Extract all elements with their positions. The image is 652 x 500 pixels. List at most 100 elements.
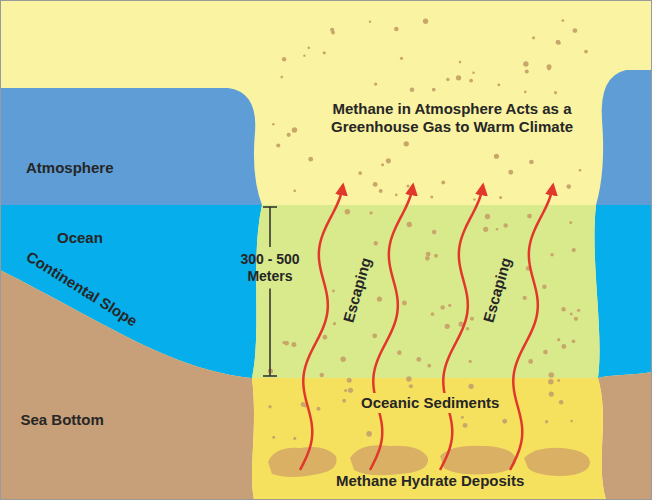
bubble bbox=[372, 333, 377, 338]
bubble bbox=[379, 189, 383, 193]
region-label: Ocean bbox=[57, 229, 103, 247]
bubble bbox=[308, 157, 313, 162]
bubble bbox=[416, 357, 421, 362]
bubble bbox=[358, 171, 362, 175]
bubble bbox=[432, 88, 436, 92]
bubble bbox=[459, 61, 462, 64]
bubble bbox=[485, 214, 490, 219]
bubble bbox=[561, 307, 565, 311]
bubble bbox=[545, 420, 548, 423]
bubble bbox=[554, 91, 557, 94]
bubble bbox=[532, 36, 535, 39]
bracket-line bbox=[263, 206, 277, 208]
hydrate-deposit bbox=[268, 447, 337, 477]
bubble bbox=[528, 359, 533, 364]
bubble bbox=[282, 57, 286, 61]
bubble bbox=[377, 296, 382, 301]
bubble bbox=[344, 389, 347, 392]
hydrate-deposit bbox=[524, 448, 590, 476]
bubble bbox=[549, 391, 554, 396]
bubble bbox=[307, 47, 310, 50]
bubble bbox=[456, 75, 461, 80]
bubble bbox=[473, 198, 476, 201]
bubble bbox=[523, 296, 527, 300]
escape-arrow bbox=[510, 185, 553, 470]
atmosphere-left bbox=[0, 88, 262, 205]
bubble bbox=[570, 312, 573, 315]
bubble bbox=[566, 184, 571, 189]
bubble bbox=[579, 169, 582, 172]
bubble bbox=[280, 76, 283, 79]
bubble bbox=[440, 305, 444, 309]
bubble bbox=[469, 360, 472, 363]
bubble bbox=[547, 67, 550, 70]
bubble bbox=[431, 312, 435, 316]
bubble bbox=[395, 194, 398, 197]
bubble bbox=[550, 253, 554, 257]
atmosphere-right bbox=[596, 70, 652, 205]
bubble bbox=[570, 420, 573, 423]
bubble bbox=[272, 123, 275, 126]
bracket-line bbox=[269, 289, 271, 376]
bubble bbox=[340, 356, 346, 362]
hydrate-deposit bbox=[440, 446, 516, 475]
bubble bbox=[342, 399, 346, 403]
bubble bbox=[374, 241, 378, 245]
escape-arrow bbox=[300, 185, 343, 470]
heading-note: Methane in Atmosphere Acts as a Greenhou… bbox=[312, 100, 592, 136]
bubble bbox=[556, 40, 561, 45]
bubble bbox=[332, 290, 335, 293]
bracket-line bbox=[269, 207, 271, 247]
sea-bottom-left bbox=[0, 270, 254, 500]
bubble bbox=[525, 70, 529, 74]
methane-bubbles bbox=[268, 19, 588, 440]
bubble bbox=[557, 338, 560, 341]
escape-arrow bbox=[440, 185, 483, 470]
bubble bbox=[468, 384, 473, 389]
depth-bracket bbox=[263, 207, 277, 376]
bubble bbox=[496, 228, 499, 231]
bubble bbox=[323, 335, 328, 340]
bubble bbox=[499, 196, 502, 199]
bubble bbox=[333, 322, 336, 325]
bubble bbox=[282, 341, 285, 344]
bubble bbox=[483, 227, 488, 232]
bubble bbox=[320, 373, 325, 378]
bubble bbox=[303, 54, 305, 56]
bubble bbox=[347, 378, 352, 383]
bubble bbox=[561, 19, 564, 22]
bubble bbox=[572, 339, 576, 343]
bubble bbox=[430, 195, 433, 198]
bubble bbox=[432, 230, 437, 235]
bubble bbox=[434, 254, 438, 258]
bubble bbox=[494, 154, 499, 159]
bubble bbox=[426, 252, 431, 257]
bubble bbox=[502, 419, 507, 424]
bubble bbox=[461, 416, 464, 419]
bubble bbox=[292, 127, 297, 132]
bracket-line bbox=[263, 375, 277, 377]
bubble bbox=[572, 248, 576, 252]
bubble bbox=[523, 61, 528, 66]
bubble bbox=[543, 350, 548, 355]
bubble bbox=[369, 211, 372, 214]
bubble bbox=[463, 423, 468, 428]
bubble bbox=[407, 222, 412, 227]
bubble bbox=[386, 158, 391, 163]
bubble bbox=[287, 133, 291, 137]
escape-arrows bbox=[300, 185, 553, 470]
dimension-label: 300 - 500 Meters bbox=[228, 251, 312, 285]
bubble bbox=[369, 21, 371, 23]
bubble bbox=[323, 51, 326, 54]
bubble bbox=[448, 304, 451, 307]
bubble bbox=[497, 84, 500, 87]
bubble bbox=[404, 141, 409, 146]
bubble bbox=[508, 170, 513, 175]
bubble bbox=[345, 209, 351, 215]
bubble bbox=[402, 301, 407, 306]
region-label: Atmosphere bbox=[26, 159, 114, 177]
bubble bbox=[427, 364, 431, 368]
bubble bbox=[330, 28, 334, 32]
layer-label: Oceanic Sediments bbox=[357, 393, 503, 413]
bubble bbox=[410, 88, 415, 93]
